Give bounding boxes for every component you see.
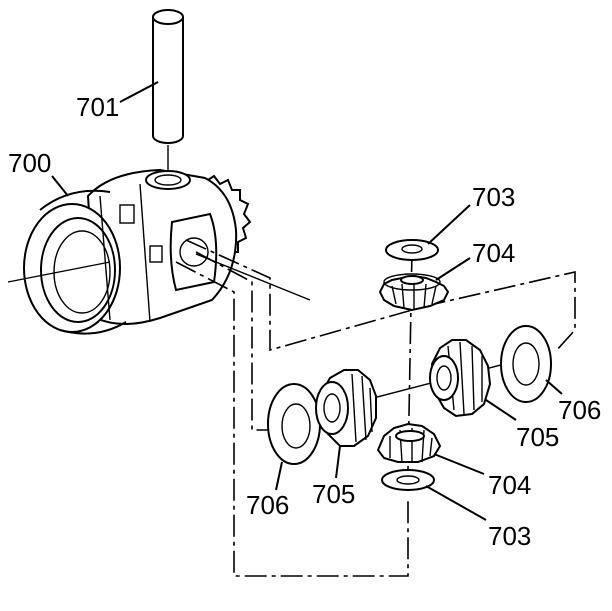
side-gear-left <box>315 369 377 479</box>
side-gear-right <box>429 339 517 421</box>
label-side-gear-left: 705 <box>312 479 355 509</box>
pinion-shaft <box>119 9 184 178</box>
label-washer-upper: 703 <box>472 182 515 212</box>
pinion-gear-lower <box>376 422 485 475</box>
label-washer-lower: 703 <box>488 521 531 551</box>
label-washer-left: 706 <box>246 490 289 520</box>
washer-right <box>500 325 563 403</box>
washer-lower <box>381 469 487 521</box>
washer-left <box>267 383 321 491</box>
label-case: 700 <box>8 148 51 178</box>
label-washer-right: 706 <box>558 395 601 425</box>
label-pinion-lower: 704 <box>488 470 531 500</box>
washer-upper <box>385 204 471 261</box>
label-pin: 701 <box>76 92 119 122</box>
pinion-gear-upper <box>378 257 471 312</box>
label-side-gear-right: 705 <box>516 422 559 452</box>
differential-case <box>7 168 252 335</box>
label-pinion-upper: 704 <box>472 238 515 268</box>
